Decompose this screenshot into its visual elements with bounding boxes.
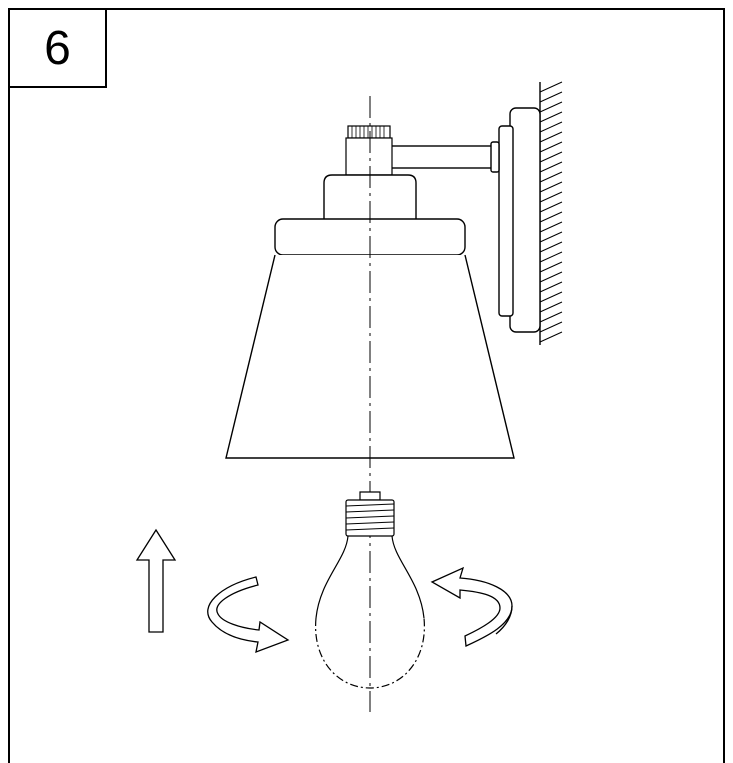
knurled-nut — [345, 125, 393, 176]
panel-border — [8, 8, 725, 763]
up-arrow-icon — [135, 528, 177, 633]
rotate-counterclockwise-arrow-icon — [430, 566, 513, 647]
wall-plate — [498, 107, 541, 333]
step-number-box: 6 — [9, 9, 106, 87]
step-number: 6 — [44, 22, 71, 75]
light-bulb — [315, 491, 425, 689]
step-box-border — [9, 9, 107, 88]
wall — [539, 81, 563, 345]
rotate-clockwise-arrow-icon — [207, 576, 290, 654]
fixture-arm — [389, 141, 500, 173]
